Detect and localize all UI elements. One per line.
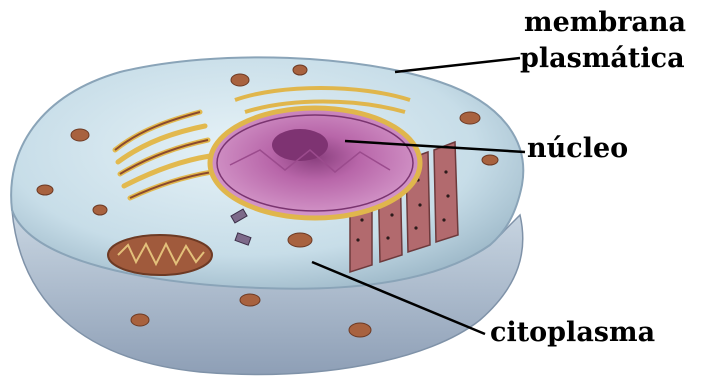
label-nucleo: núcleo [527, 134, 628, 164]
label-membrana: membrana [524, 8, 686, 38]
nucleolus [272, 129, 328, 161]
leader-membrana [395, 58, 520, 72]
label-plasmatica: plasmática [520, 44, 685, 74]
nucleus [210, 108, 420, 218]
label-citoplasma: citoplasma [490, 318, 655, 348]
mitochondrion [108, 235, 212, 275]
